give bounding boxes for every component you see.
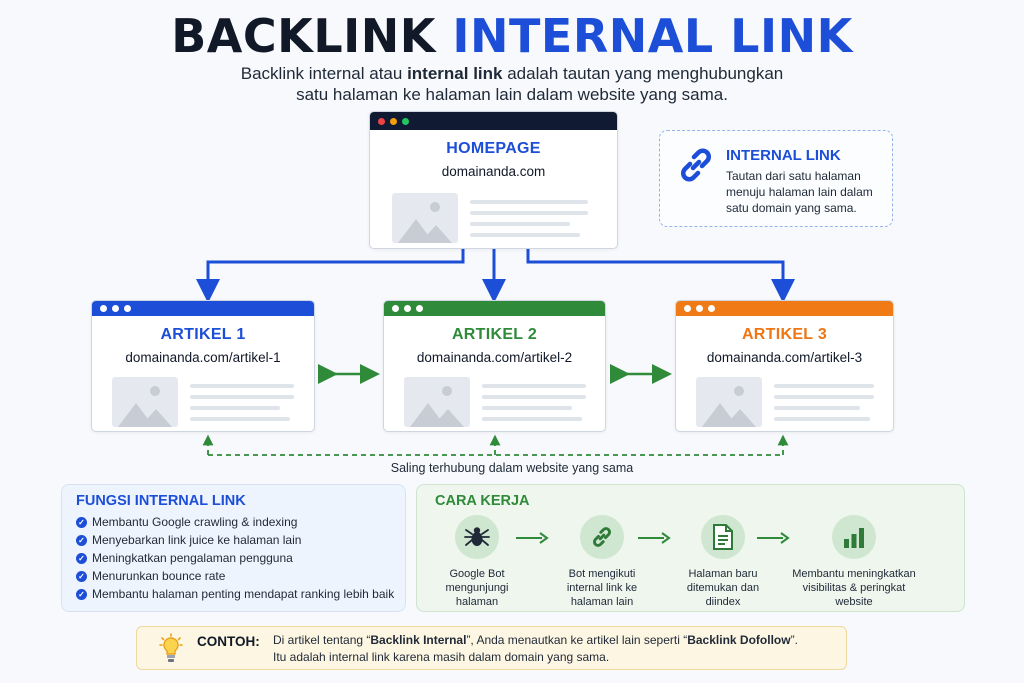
- check-icon: ✓: [76, 570, 87, 582]
- maximize-dot-icon: [402, 117, 409, 125]
- step-arrow-icon: [638, 532, 671, 544]
- page-subtitle: Backlink internal atau internal link ada…: [0, 63, 1024, 105]
- artikel-2-window: ARTIKEL 2 domainanda.com/artikel-2: [383, 300, 606, 432]
- subtitle-post: adalah tautan yang menghubungkan: [502, 64, 784, 83]
- fungsi-list: ✓Membantu Google crawling & indexing ✓Me…: [76, 513, 394, 603]
- cara-kerja-title: CARA KERJA: [435, 493, 530, 509]
- contoh-label: CONTOH:: [197, 634, 260, 649]
- window-titlebar: [384, 301, 605, 316]
- minimize-dot-icon: [390, 117, 397, 125]
- artikel-1-title: ARTIKEL 1: [160, 326, 246, 343]
- window-titlebar: [370, 112, 617, 130]
- arrow-home-to-artikel-3: [526, 249, 795, 303]
- title-part-1: BACKLINK: [171, 9, 436, 63]
- subtitle-line-2: satu halaman ke halaman lain dalam websi…: [296, 85, 728, 104]
- step-arrow-icon: [516, 532, 549, 544]
- artikel-3-url: domainanda.com/artikel-3: [706, 350, 863, 365]
- title-part-2: INTERNAL LINK: [452, 9, 853, 63]
- artikel-3-window: ARTIKEL 3 domainanda.com/artikel-3: [675, 300, 894, 432]
- spider-bug-icon: [455, 515, 499, 559]
- homepage-title: HOMEPAGE: [446, 140, 541, 157]
- artikel-1-url: domainanda.com/artikel-1: [125, 350, 281, 365]
- step-arrow-icon: [757, 532, 790, 544]
- internal-link-info-box: INTERNAL LINK Tautan dari satu halaman m…: [659, 130, 893, 227]
- image-placeholder-icon: [404, 377, 470, 427]
- info-box-title: INTERNAL LINK: [726, 147, 841, 164]
- image-placeholder-icon: [112, 377, 178, 427]
- lightbulb-icon: [159, 633, 183, 662]
- list-item: ✓Meningkatkan pengalaman pengguna: [76, 549, 394, 567]
- window-titlebar: [676, 301, 893, 316]
- bar-chart-icon: [832, 515, 876, 559]
- close-dot-icon: [378, 117, 385, 125]
- check-icon: ✓: [76, 534, 87, 546]
- artikel-2-url: domainanda.com/artikel-2: [416, 350, 573, 365]
- homepage-url: domainanda.com: [441, 164, 546, 179]
- info-box-description: Tautan dari satu halaman menuju halaman …: [726, 169, 873, 215]
- image-placeholder-icon: [392, 193, 458, 243]
- contoh-text: Di artikel tentang “Backlink Internal”, …: [273, 633, 798, 664]
- list-item: ✓Menyebarkan link juice ke halaman lain: [76, 531, 394, 549]
- connection-caption: Saling terhubung dalam website yang sama: [390, 461, 634, 475]
- link-icon: [681, 148, 711, 182]
- check-icon: ✓: [76, 552, 87, 564]
- list-item: ✓Membantu Google crawling & indexing: [76, 513, 394, 531]
- page-title: BACKLINK INTERNAL LINK: [0, 10, 1024, 62]
- subtitle-pre: Backlink internal atau: [240, 64, 408, 83]
- fungsi-panel: FUNGSI INTERNAL LINK ✓Membantu Google cr…: [61, 484, 406, 612]
- artikel-2-title: ARTIKEL 2: [451, 326, 538, 343]
- page-content-placeholder: [370, 193, 617, 243]
- window-titlebar: [92, 301, 314, 316]
- homepage-window: HOMEPAGE domainanda.com: [369, 111, 618, 249]
- subtitle-bold: internal link: [407, 64, 503, 83]
- document-icon: [701, 515, 745, 559]
- check-icon: ✓: [76, 516, 87, 528]
- fungsi-title: FUNGSI INTERNAL LINK: [76, 493, 246, 509]
- arrow-home-to-artikel-1: [196, 249, 465, 303]
- check-icon: ✓: [76, 588, 87, 600]
- artikel-1-window: ARTIKEL 1 domainanda.com/artikel-1: [91, 300, 315, 432]
- artikel-3-title: ARTIKEL 3: [741, 326, 828, 343]
- link-icon: [580, 515, 624, 559]
- list-item: ✓Membantu halaman penting mendapat ranki…: [76, 585, 394, 603]
- contoh-box: CONTOH: Di artikel tentang “Backlink Int…: [136, 626, 847, 670]
- list-item: ✓Menurunkan bounce rate: [76, 567, 394, 585]
- image-placeholder-icon: [696, 377, 762, 427]
